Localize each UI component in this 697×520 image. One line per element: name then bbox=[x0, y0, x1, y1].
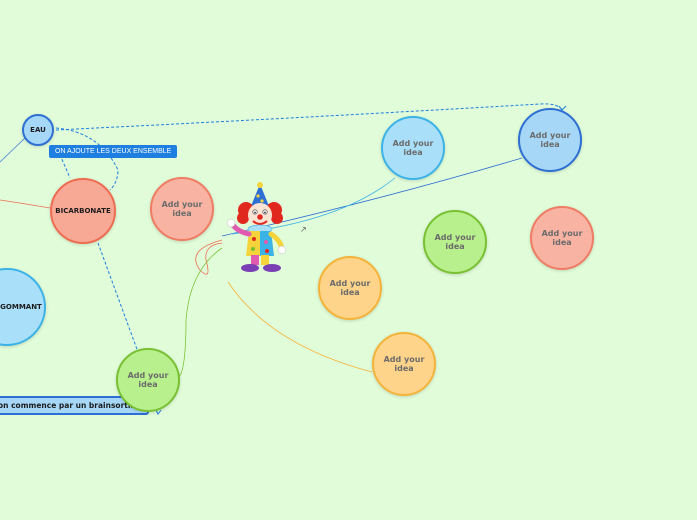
connector-center-salmon bbox=[196, 240, 222, 274]
connector-eau-offscreen bbox=[0, 138, 25, 162]
connector-bicarbonate-offscreen bbox=[0, 200, 50, 208]
idea-salmon-center[interactable]: Add your idea bbox=[150, 177, 214, 241]
topic-bicarbonate[interactable]: BICARBONATE bbox=[50, 178, 116, 244]
idea-label: Add your idea bbox=[383, 139, 443, 157]
relation-note[interactable]: ON AJOUTE LES DEUX ENSEMBLE bbox=[49, 145, 177, 158]
idea-blue-right[interactable]: Add your idea bbox=[518, 108, 582, 172]
idea-yellow-low[interactable]: Add your idea bbox=[372, 332, 436, 396]
idea-label: Add your idea bbox=[532, 229, 592, 247]
relation-note-label: ON AJOUTE LES DEUX ENSEMBLE bbox=[55, 148, 171, 155]
topic-gommant-label: GOMMANT bbox=[0, 303, 42, 311]
relation-eau-blue-right bbox=[56, 104, 562, 130]
idea-label: Add your idea bbox=[152, 200, 212, 218]
idea-label: Add your idea bbox=[425, 233, 485, 251]
idea-label: Add your idea bbox=[374, 355, 434, 373]
idea-label: Add your idea bbox=[320, 279, 380, 297]
idea-label: Add your idea bbox=[520, 131, 580, 149]
clown-icon[interactable] bbox=[224, 182, 296, 274]
topic-brainstorm-label: on commence par un brainsorting bbox=[0, 401, 141, 410]
external-link-icon[interactable]: ↗ bbox=[300, 225, 307, 234]
relation-bicarbonate-green bbox=[98, 243, 138, 352]
idea-yellow-mid[interactable]: Add your idea bbox=[318, 256, 382, 320]
idea-salmon-right[interactable]: Add your idea bbox=[530, 206, 594, 270]
connector-center-green-low bbox=[178, 248, 222, 378]
topic-bicarbonate-label: BICARBONATE bbox=[55, 207, 110, 215]
idea-label: Add your idea bbox=[118, 371, 178, 389]
idea-green-low[interactable]: Add your idea bbox=[116, 348, 180, 412]
topic-eau-label: EAU bbox=[30, 126, 46, 134]
idea-green-mid[interactable]: Add your idea bbox=[423, 210, 487, 274]
topic-eau[interactable]: EAU bbox=[22, 114, 54, 146]
idea-blue-top[interactable]: Add your idea bbox=[381, 116, 445, 180]
